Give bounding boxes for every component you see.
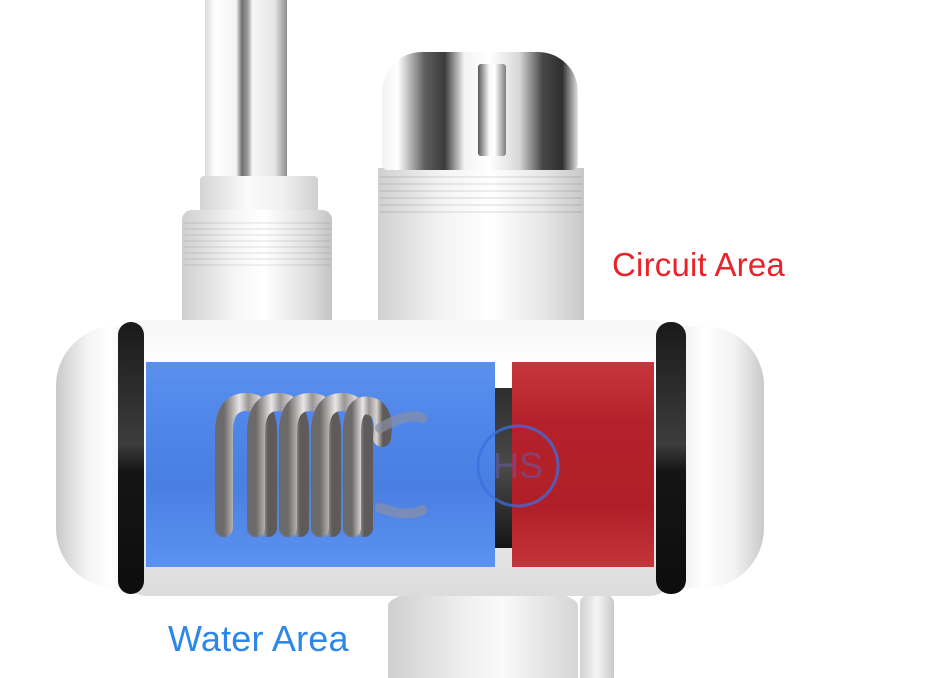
spout-collar	[200, 176, 318, 212]
spout-nut	[182, 210, 332, 328]
circuit-area-overlay	[512, 362, 654, 567]
faucet-base-stem	[388, 592, 578, 678]
water-area-label: Water Area	[168, 618, 349, 659]
hs-logo-icon: HS	[476, 424, 560, 508]
spout-nut-grooves	[184, 222, 330, 266]
knob-grooves	[380, 176, 582, 216]
circuit-area-label: Circuit Area	[612, 246, 785, 283]
heating-coil-icon	[215, 392, 427, 537]
faucet-spout-pipe	[205, 0, 287, 178]
left-black-ring	[118, 322, 144, 594]
knob-slot	[478, 64, 506, 156]
power-cable	[580, 595, 614, 678]
right-black-ring	[656, 322, 686, 594]
svg-text:HS: HS	[493, 445, 543, 486]
